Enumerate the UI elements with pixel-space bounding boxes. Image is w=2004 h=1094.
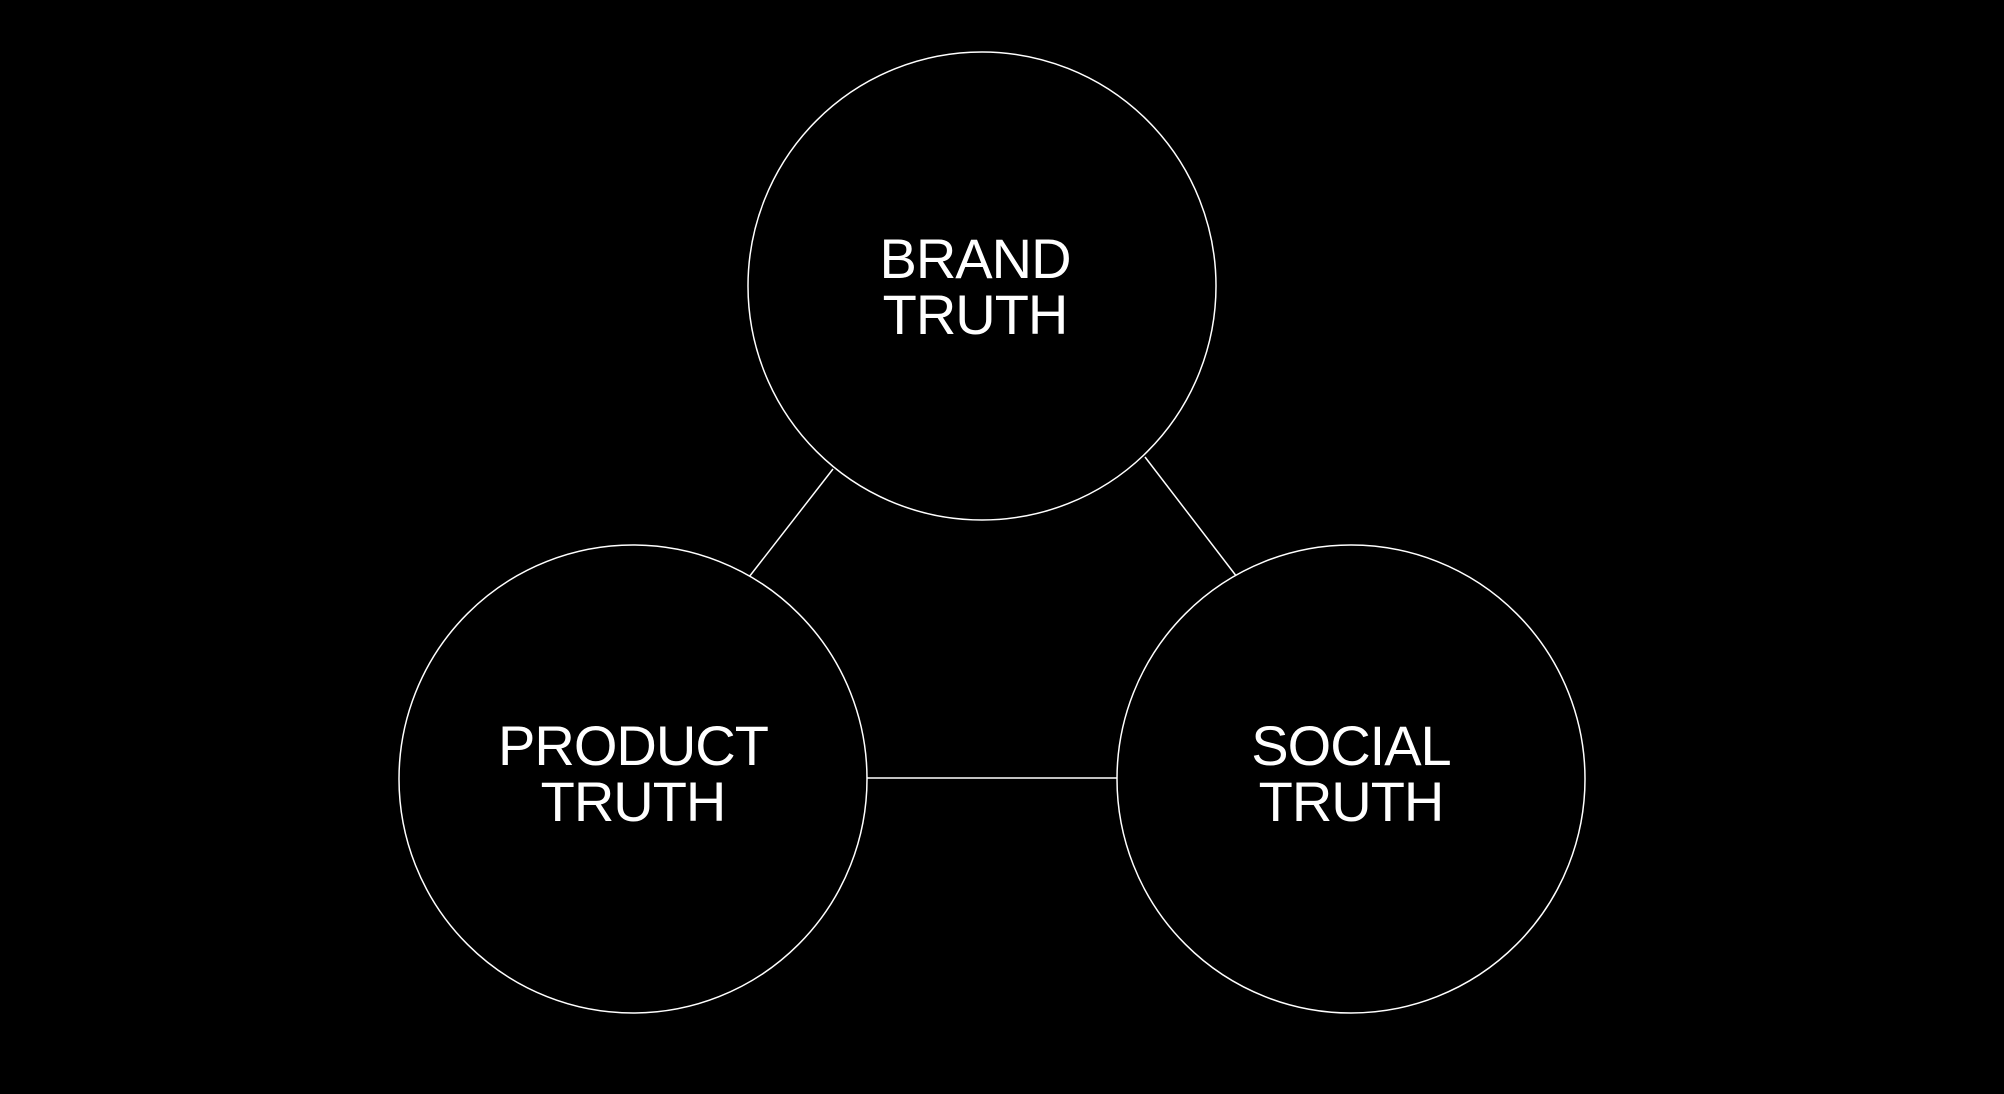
brand-truth-label: BRAND TRUTH xyxy=(755,231,1195,343)
social-truth-label: SOCIAL TRUTH xyxy=(1131,718,1571,830)
product-truth-label-line1: PRODUCT xyxy=(498,714,769,777)
connector-brand-social xyxy=(1144,456,1238,578)
product-truth-circle xyxy=(398,544,868,1014)
brand-truth-label-line2: TRUTH xyxy=(882,283,1069,346)
product-truth-label: PRODUCT TRUTH xyxy=(413,718,853,830)
social-truth-circle xyxy=(1116,544,1586,1014)
product-truth-label-line2: TRUTH xyxy=(540,770,727,833)
social-truth-label-line1: SOCIAL xyxy=(1251,714,1451,777)
brand-truth-circle xyxy=(747,51,1217,521)
connector-brand-product xyxy=(748,468,834,578)
social-truth-label-line2: TRUTH xyxy=(1258,770,1445,833)
brand-truth-label-line1: BRAND xyxy=(879,227,1071,290)
